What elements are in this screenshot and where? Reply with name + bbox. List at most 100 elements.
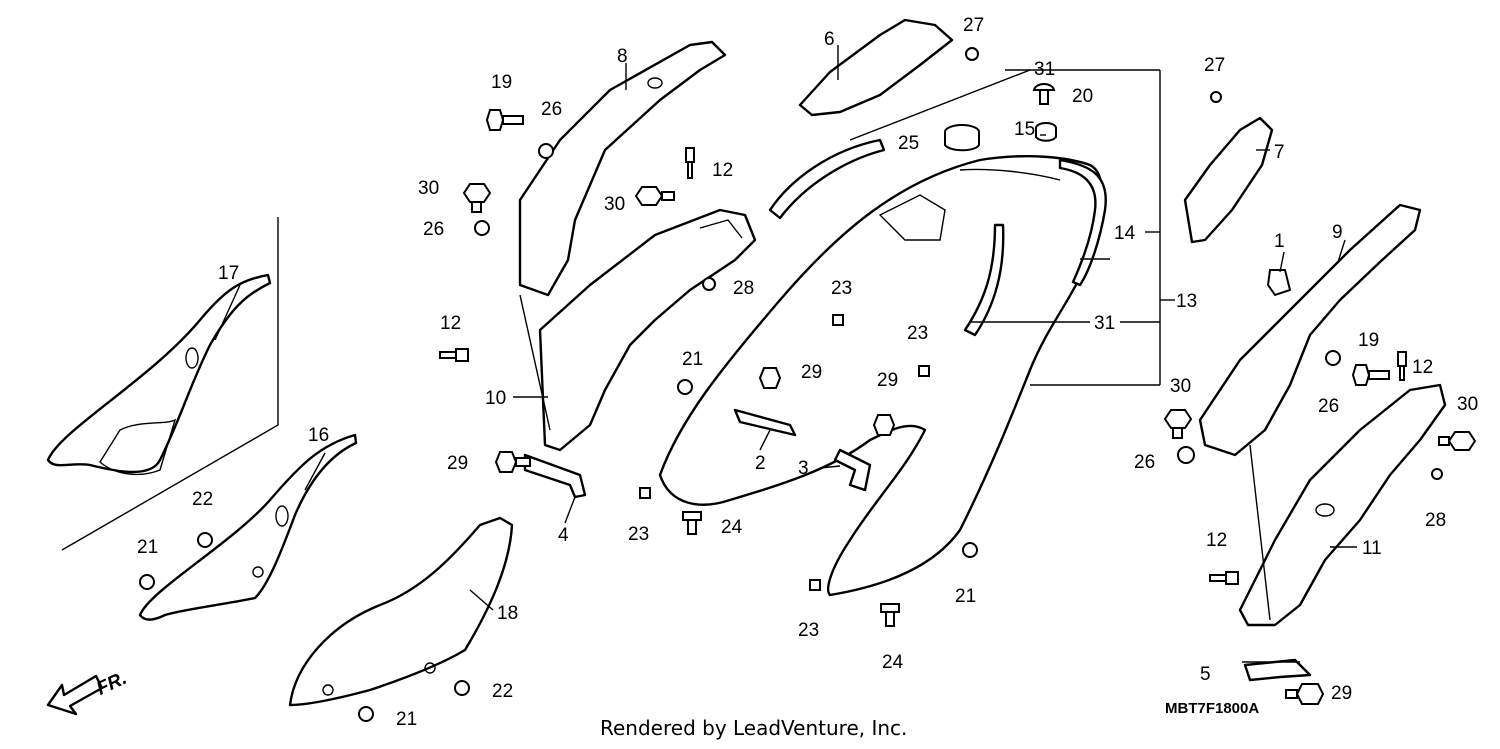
part-23-clip-b[interactable] [918, 365, 930, 377]
part-30-bolt-c[interactable] [1163, 409, 1193, 439]
part-1-clip[interactable] [1266, 269, 1292, 297]
callout-31b[interactable]: 31 [1094, 313, 1115, 334]
part-30-bolt-a[interactable] [462, 183, 492, 213]
callout-19a[interactable]: 19 [491, 72, 512, 93]
part-12-screw-c[interactable] [1397, 351, 1407, 381]
part-29-bolt-a[interactable] [494, 451, 531, 473]
part-26-grommet-a[interactable] [538, 143, 554, 159]
callout-12d[interactable]: 12 [1206, 530, 1227, 551]
callout-24b[interactable]: 24 [882, 652, 904, 673]
part-2-bracket[interactable] [733, 408, 797, 437]
callout-14[interactable]: 14 [1114, 223, 1136, 244]
part-21-screw-c[interactable] [962, 542, 978, 558]
callout-23b[interactable]: 23 [907, 323, 928, 344]
callout-9[interactable]: 9 [1332, 222, 1343, 243]
callout-24a[interactable]: 24 [721, 517, 743, 538]
callout-21a[interactable]: 21 [682, 349, 703, 370]
part-26-grommet-c[interactable] [1325, 350, 1341, 366]
callout-23a[interactable]: 23 [831, 278, 852, 299]
callout-17[interactable]: 17 [218, 263, 239, 284]
callout-21c[interactable]: 21 [955, 586, 976, 607]
callout-29a[interactable]: 29 [447, 453, 468, 474]
callout-28b[interactable]: 28 [1425, 510, 1446, 531]
part-30-bolt-d[interactable] [1438, 431, 1477, 451]
part-27-screw-b[interactable] [1210, 91, 1222, 103]
callout-12c[interactable]: 12 [1412, 357, 1433, 378]
callout-29d[interactable]: 29 [1331, 683, 1352, 704]
part-23-clip-c[interactable] [639, 487, 651, 499]
callout-26b[interactable]: 26 [423, 219, 444, 240]
callout-13[interactable]: 13 [1176, 291, 1197, 312]
part-16-cover[interactable] [138, 433, 358, 621]
part-9-bracket[interactable] [1198, 203, 1422, 457]
callout-5[interactable]: 5 [1200, 664, 1211, 685]
callout-26c[interactable]: 26 [1318, 396, 1339, 417]
part-18-side-cover[interactable] [288, 516, 514, 707]
part-8-bracket[interactable] [518, 40, 727, 297]
part-21-screw-b[interactable] [139, 574, 155, 590]
part-31-upper-strip[interactable] [768, 138, 886, 220]
callout-31a[interactable]: 31 [1034, 59, 1055, 80]
part-19-bolt-a[interactable] [485, 109, 524, 131]
part-4-bracket[interactable] [523, 453, 587, 499]
callout-29b[interactable]: 29 [801, 362, 822, 383]
callout-27a[interactable]: 27 [963, 15, 984, 36]
part-5-bracket[interactable] [1243, 658, 1312, 682]
part-17-cover[interactable] [46, 273, 272, 476]
callout-30c[interactable]: 30 [1170, 376, 1191, 397]
part-19-bolt-b[interactable] [1351, 364, 1390, 386]
part-23-clip-d[interactable] [809, 579, 821, 591]
callout-10[interactable]: 10 [485, 388, 506, 409]
part-31-lower-strip[interactable] [963, 223, 1005, 337]
callout-26d[interactable]: 26 [1134, 452, 1155, 473]
callout-7[interactable]: 7 [1274, 142, 1285, 163]
part-12-screw-a[interactable] [685, 147, 695, 179]
callout-26a[interactable]: 26 [541, 99, 562, 120]
part-30-bolt-b[interactable] [634, 186, 675, 206]
part-29-bolt-c[interactable] [872, 414, 896, 436]
part-6-cover[interactable] [798, 18, 954, 117]
part-22-screw-a[interactable] [197, 532, 213, 548]
part-20-screw[interactable] [1032, 83, 1056, 105]
part-25-grommet[interactable] [944, 124, 980, 152]
part-11-inner-fender[interactable] [1238, 383, 1447, 627]
callout-2[interactable]: 2 [755, 453, 766, 474]
callout-21d[interactable]: 21 [396, 709, 417, 730]
callout-19b[interactable]: 19 [1358, 330, 1379, 351]
callout-28a[interactable]: 28 [733, 278, 754, 299]
part-7-cover[interactable] [1183, 116, 1274, 244]
callout-3[interactable]: 3 [798, 458, 809, 479]
part-29-bolt-d[interactable] [1285, 683, 1325, 705]
part-12-screw-d[interactable] [1209, 571, 1239, 585]
callout-23d[interactable]: 23 [798, 620, 819, 641]
callout-8[interactable]: 8 [617, 46, 628, 67]
callout-30d[interactable]: 30 [1457, 394, 1478, 415]
part-24-clip-b[interactable] [880, 603, 900, 627]
part-21-screw-d[interactable] [358, 706, 374, 722]
callout-15[interactable]: 15 [1014, 119, 1035, 140]
callout-22b[interactable]: 22 [492, 681, 513, 702]
part-15-grommet[interactable] [1035, 122, 1057, 142]
callout-29c[interactable]: 29 [877, 370, 898, 391]
part-29-bolt-b[interactable] [758, 367, 782, 389]
part-28-screw-b[interactable] [1431, 468, 1443, 480]
callout-18[interactable]: 18 [497, 603, 518, 624]
callout-12b[interactable]: 12 [440, 313, 461, 334]
callout-27b[interactable]: 27 [1204, 55, 1225, 76]
callout-30a[interactable]: 30 [418, 178, 439, 199]
part-21-screw-a[interactable] [677, 379, 693, 395]
callout-22a[interactable]: 22 [192, 489, 213, 510]
part-10-inner-fender[interactable] [538, 208, 757, 452]
callout-12a[interactable]: 12 [712, 160, 733, 181]
callout-1[interactable]: 1 [1274, 231, 1285, 252]
part-23-clip-a[interactable] [832, 314, 844, 326]
part-22-screw-b[interactable] [454, 680, 470, 696]
part-26-grommet-d[interactable] [1177, 446, 1195, 464]
callout-25[interactable]: 25 [898, 133, 919, 154]
callout-16[interactable]: 16 [308, 425, 329, 446]
part-24-clip-a[interactable] [682, 511, 702, 535]
part-3-bracket[interactable] [833, 448, 872, 492]
part-26-grommet-b[interactable] [474, 220, 490, 236]
callout-11[interactable]: 11 [1362, 538, 1382, 559]
part-28-screw-a[interactable] [702, 277, 716, 291]
